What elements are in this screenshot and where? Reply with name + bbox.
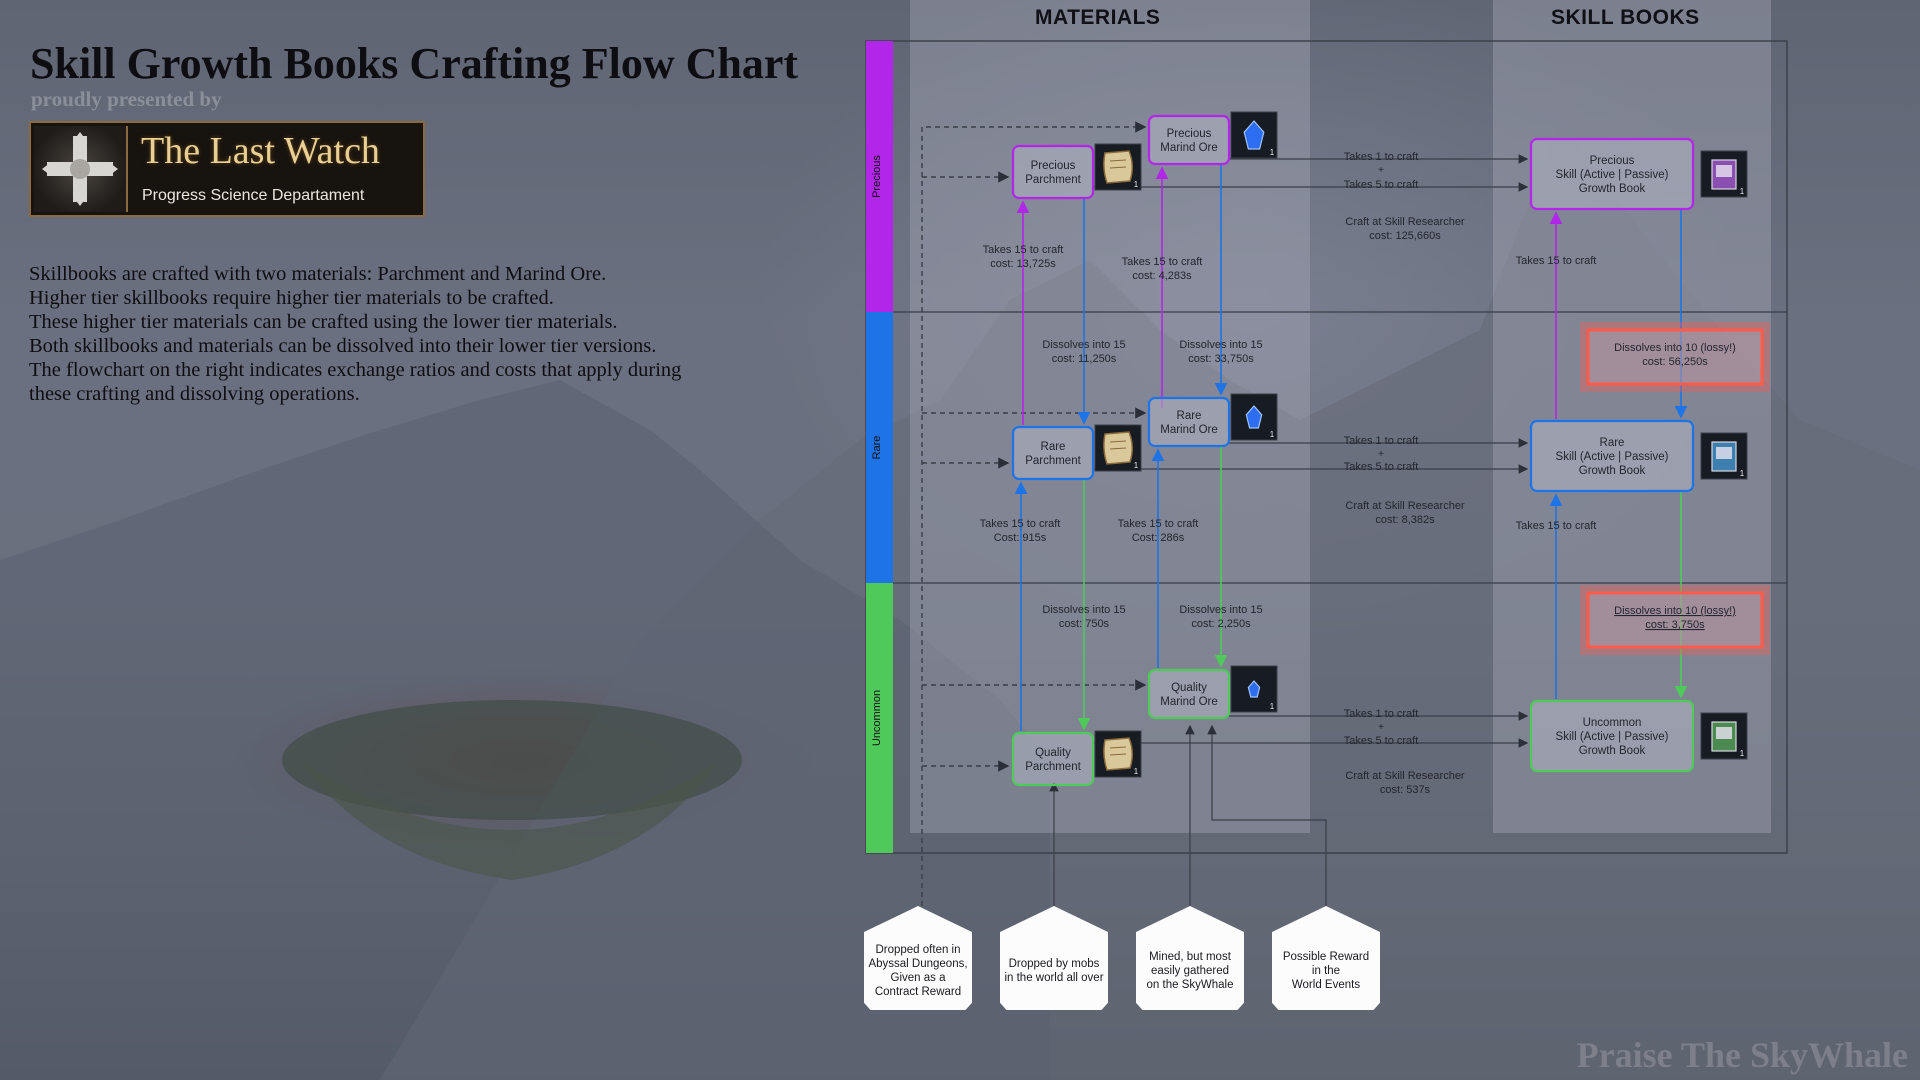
parchment-node xyxy=(1011,144,1095,200)
parchment-line xyxy=(1109,753,1127,756)
guild-department: Progress Science Departament xyxy=(142,187,365,204)
ore-node xyxy=(1147,114,1231,166)
page-title: Skill Growth Books Crafting Flow Chart xyxy=(30,39,799,88)
parchment-line xyxy=(1109,159,1127,162)
ore-crystal-icon xyxy=(1247,680,1261,698)
tier-label: Precious xyxy=(871,155,883,198)
source-text: Dropped often in Abyssal Dungeons, Given… xyxy=(868,944,968,998)
ore-node xyxy=(1147,396,1231,448)
source-text: Possible Reward in the World Events xyxy=(1282,951,1370,991)
source-text: Mined, but most easily gathered on the S… xyxy=(1146,951,1234,991)
guild-name: The Last Watch xyxy=(141,130,380,172)
book-parchment-label: Takes 5 to craft xyxy=(1344,461,1419,473)
source-line-events xyxy=(1207,724,1327,906)
lossy-highlight-glow xyxy=(1580,585,1770,655)
source-text: Dropped by mobs in the world all over xyxy=(1004,958,1104,984)
description: Skillbooks are crafted with two material… xyxy=(29,262,844,406)
guild-logo: The Last Watch Progress Science Departam… xyxy=(29,121,425,217)
description-line: Both skillbooks and materials can be dis… xyxy=(29,335,657,357)
book-ore-label: Takes 1 to craft xyxy=(1344,708,1419,720)
book-node xyxy=(1529,419,1695,493)
page-subtitle: proudly presented by xyxy=(31,87,222,111)
ore-crystal-icon xyxy=(1245,405,1263,429)
quantity-badge: 1 xyxy=(1740,469,1745,478)
tier-label: Uncommon xyxy=(871,690,883,746)
description-line: these crafting and dissolving operations… xyxy=(29,383,360,405)
book-page-icon xyxy=(1716,447,1732,459)
source-dashed-line xyxy=(921,121,1147,906)
quantity-badge: 1 xyxy=(1134,180,1139,189)
book-node xyxy=(1529,137,1695,211)
quantity-badge: 1 xyxy=(1740,749,1745,758)
skill-books-heading: SKILL BOOKS xyxy=(1551,6,1700,29)
description-line: These higher tier materials can be craft… xyxy=(29,311,618,333)
parchment-line xyxy=(1109,440,1127,443)
quantity-badge: 1 xyxy=(1134,767,1139,776)
materials-heading: MATERIALS xyxy=(1035,6,1161,29)
quantity-badge: 1 xyxy=(1740,187,1745,196)
quantity-badge: 1 xyxy=(1270,430,1275,439)
book-page-icon xyxy=(1716,165,1732,177)
book-upgrade-label: Takes 15 to craft xyxy=(1516,520,1597,532)
cross-shield-icon xyxy=(34,126,128,212)
lossy-highlight-box xyxy=(1586,591,1764,649)
parchment-line xyxy=(1109,166,1127,169)
parchment-line xyxy=(1109,447,1127,450)
plus-label: + xyxy=(1378,165,1384,176)
tier-band-rare xyxy=(866,312,893,583)
ore-node xyxy=(1147,668,1231,720)
book-dissolve-label: Dissolves into 10 (lossy!)cost: 3,750s xyxy=(1614,605,1736,631)
book-parchment-label: Takes 5 to craft xyxy=(1344,179,1419,191)
tier-band-precious xyxy=(866,41,893,312)
book-ore-label: Takes 1 to craft xyxy=(1344,151,1419,163)
book-parchment-label: Takes 5 to craft xyxy=(1344,735,1419,747)
parchment-node xyxy=(1011,731,1095,787)
ore-crystal-icon xyxy=(1243,120,1265,150)
book-upgrade-label: Takes 15 to craft xyxy=(1516,255,1597,267)
quantity-badge: 1 xyxy=(1270,702,1275,711)
plus-label: + xyxy=(1378,722,1384,733)
plus-label: + xyxy=(1378,449,1384,460)
lossy-highlight-box xyxy=(1586,328,1764,386)
lossy-highlight-glow xyxy=(1580,322,1770,392)
parchment-node xyxy=(1011,425,1095,481)
quantity-badge: 1 xyxy=(1134,461,1139,470)
tier-label: Rare xyxy=(871,436,883,460)
parchment-line xyxy=(1109,746,1127,749)
description-line: Skillbooks are crafted with two material… xyxy=(29,263,607,285)
description-line: The flowchart on the right indicates exc… xyxy=(29,359,682,381)
book-node xyxy=(1529,699,1695,773)
book-dissolve-label: Dissolves into 10 (lossy!)cost: 56,250s xyxy=(1614,342,1736,368)
book-ore-label: Takes 1 to craft xyxy=(1344,435,1419,447)
tier-band-uncommon xyxy=(866,583,893,853)
quantity-badge: 1 xyxy=(1270,148,1275,157)
book-page-icon xyxy=(1716,727,1732,739)
description-line: Higher tier skillbooks require higher ti… xyxy=(29,287,554,309)
watermark: Praise The SkyWhale xyxy=(1576,1035,1908,1075)
